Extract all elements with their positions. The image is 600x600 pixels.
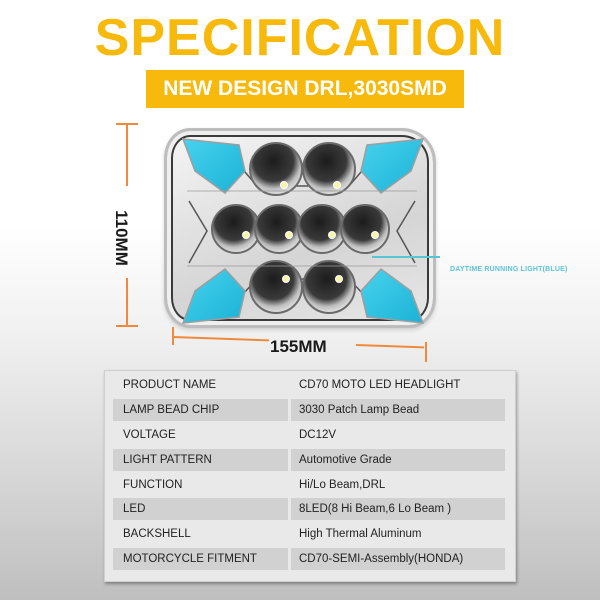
spec-value: 8LED(8 Hi Beam,6 Lo Beam ): [291, 498, 505, 521]
spec-value: 3030 Patch Lamp Bead: [291, 399, 505, 422]
subtitle-banner: NEW DESIGN DRL,3030SMD: [146, 70, 464, 108]
table-row: PRODUCT NAME CD70 MOTO LED HEADLIGHT: [113, 373, 511, 398]
spec-label: LIGHT PATTERN: [113, 448, 288, 471]
spec-value: CD70-SEMI-Assembly(HONDA): [291, 547, 505, 570]
table-row: LIGHT PATTERN Automotive Grade: [113, 447, 511, 472]
headlight-graphic: [181, 138, 425, 324]
spec-table: PRODUCT NAME CD70 MOTO LED HEADLIGHT LAM…: [104, 370, 516, 582]
drl-callout-label: DAYTIME RUNNING LIGHT(BLUE): [450, 266, 568, 273]
spec-value: DC12V: [299, 428, 337, 441]
table-row: FUNCTION Hi/Lo Beam,DRL: [113, 472, 511, 497]
spec-label: LED: [113, 498, 288, 521]
page-title: SPECIFICATION: [94, 9, 506, 67]
headlight-image: [164, 128, 436, 328]
spec-label: VOLTAGE: [123, 428, 176, 441]
table-row: VOLTAGE DC12V: [113, 423, 511, 448]
table-row: LAMP BEAD CHIP 3030 Patch Lamp Bead: [113, 398, 511, 423]
spec-value: High Thermal Aluminum: [299, 528, 422, 541]
drl-callout-line: [372, 256, 440, 258]
table-row: LED 8LED(8 Hi Beam,6 Lo Beam ): [113, 497, 511, 522]
spec-label: LAMP BEAD CHIP: [113, 399, 288, 422]
table-row: MOTORCYCLE FITMENT CD70-SEMI-Assembly(HO…: [113, 547, 511, 572]
spec-value: Automotive Grade: [291, 448, 505, 471]
spec-label: FUNCTION: [123, 478, 183, 491]
width-label: 155MM: [270, 337, 327, 356]
spec-label: PRODUCT NAME: [123, 379, 217, 392]
spec-value: CD70 MOTO LED HEADLIGHT: [299, 379, 461, 392]
spec-value: Hi/Lo Beam,DRL: [299, 478, 386, 491]
drl-strips: [181, 138, 425, 324]
table-row: BACKSHELL High Thermal Aluminum: [113, 522, 511, 547]
spec-label: BACKSHELL: [123, 528, 191, 541]
spec-label: MOTORCYCLE FITMENT: [113, 547, 288, 570]
height-label: 110MM: [112, 210, 131, 266]
